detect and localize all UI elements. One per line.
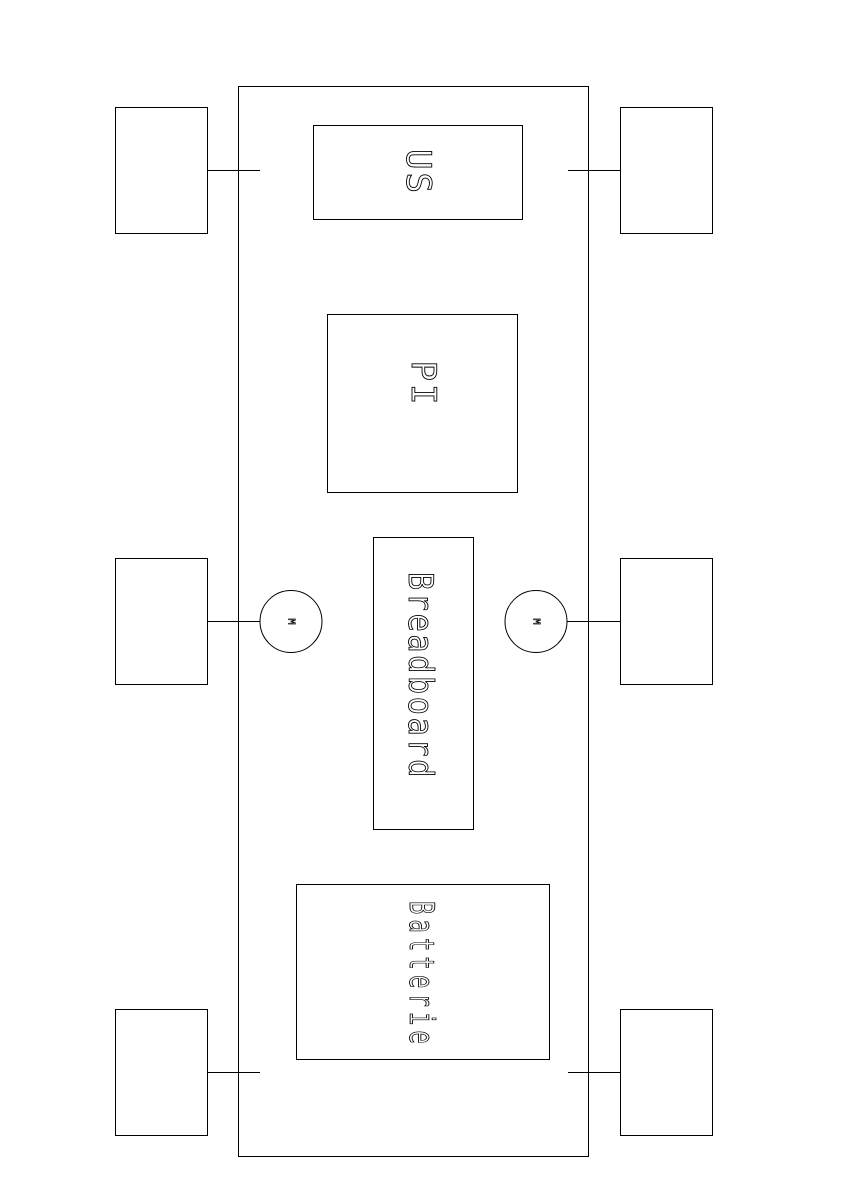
- battery-box: [296, 884, 550, 1060]
- batterie-label: Batterie: [401, 901, 441, 1049]
- wheel-middle-right: [620, 558, 713, 685]
- wheel-rear-left: [115, 1009, 208, 1136]
- wheel-middle-left: [115, 558, 208, 685]
- pi-label: PI: [403, 361, 443, 408]
- motor-right: [504, 590, 568, 653]
- motor-left: [259, 590, 323, 653]
- breadboard-label: Breadboard: [400, 572, 440, 780]
- wheel-front-right: [620, 107, 713, 234]
- raspberry-pi-box: [327, 314, 518, 493]
- ultrasonic-sensor-box: [313, 125, 523, 220]
- us-label: US: [398, 149, 438, 196]
- breadboard-box: [373, 537, 474, 830]
- wheel-rear-right: [620, 1009, 713, 1136]
- motor-left-label: M: [286, 618, 297, 624]
- wheel-front-left: [115, 107, 208, 234]
- motor-right-label: M: [531, 618, 542, 624]
